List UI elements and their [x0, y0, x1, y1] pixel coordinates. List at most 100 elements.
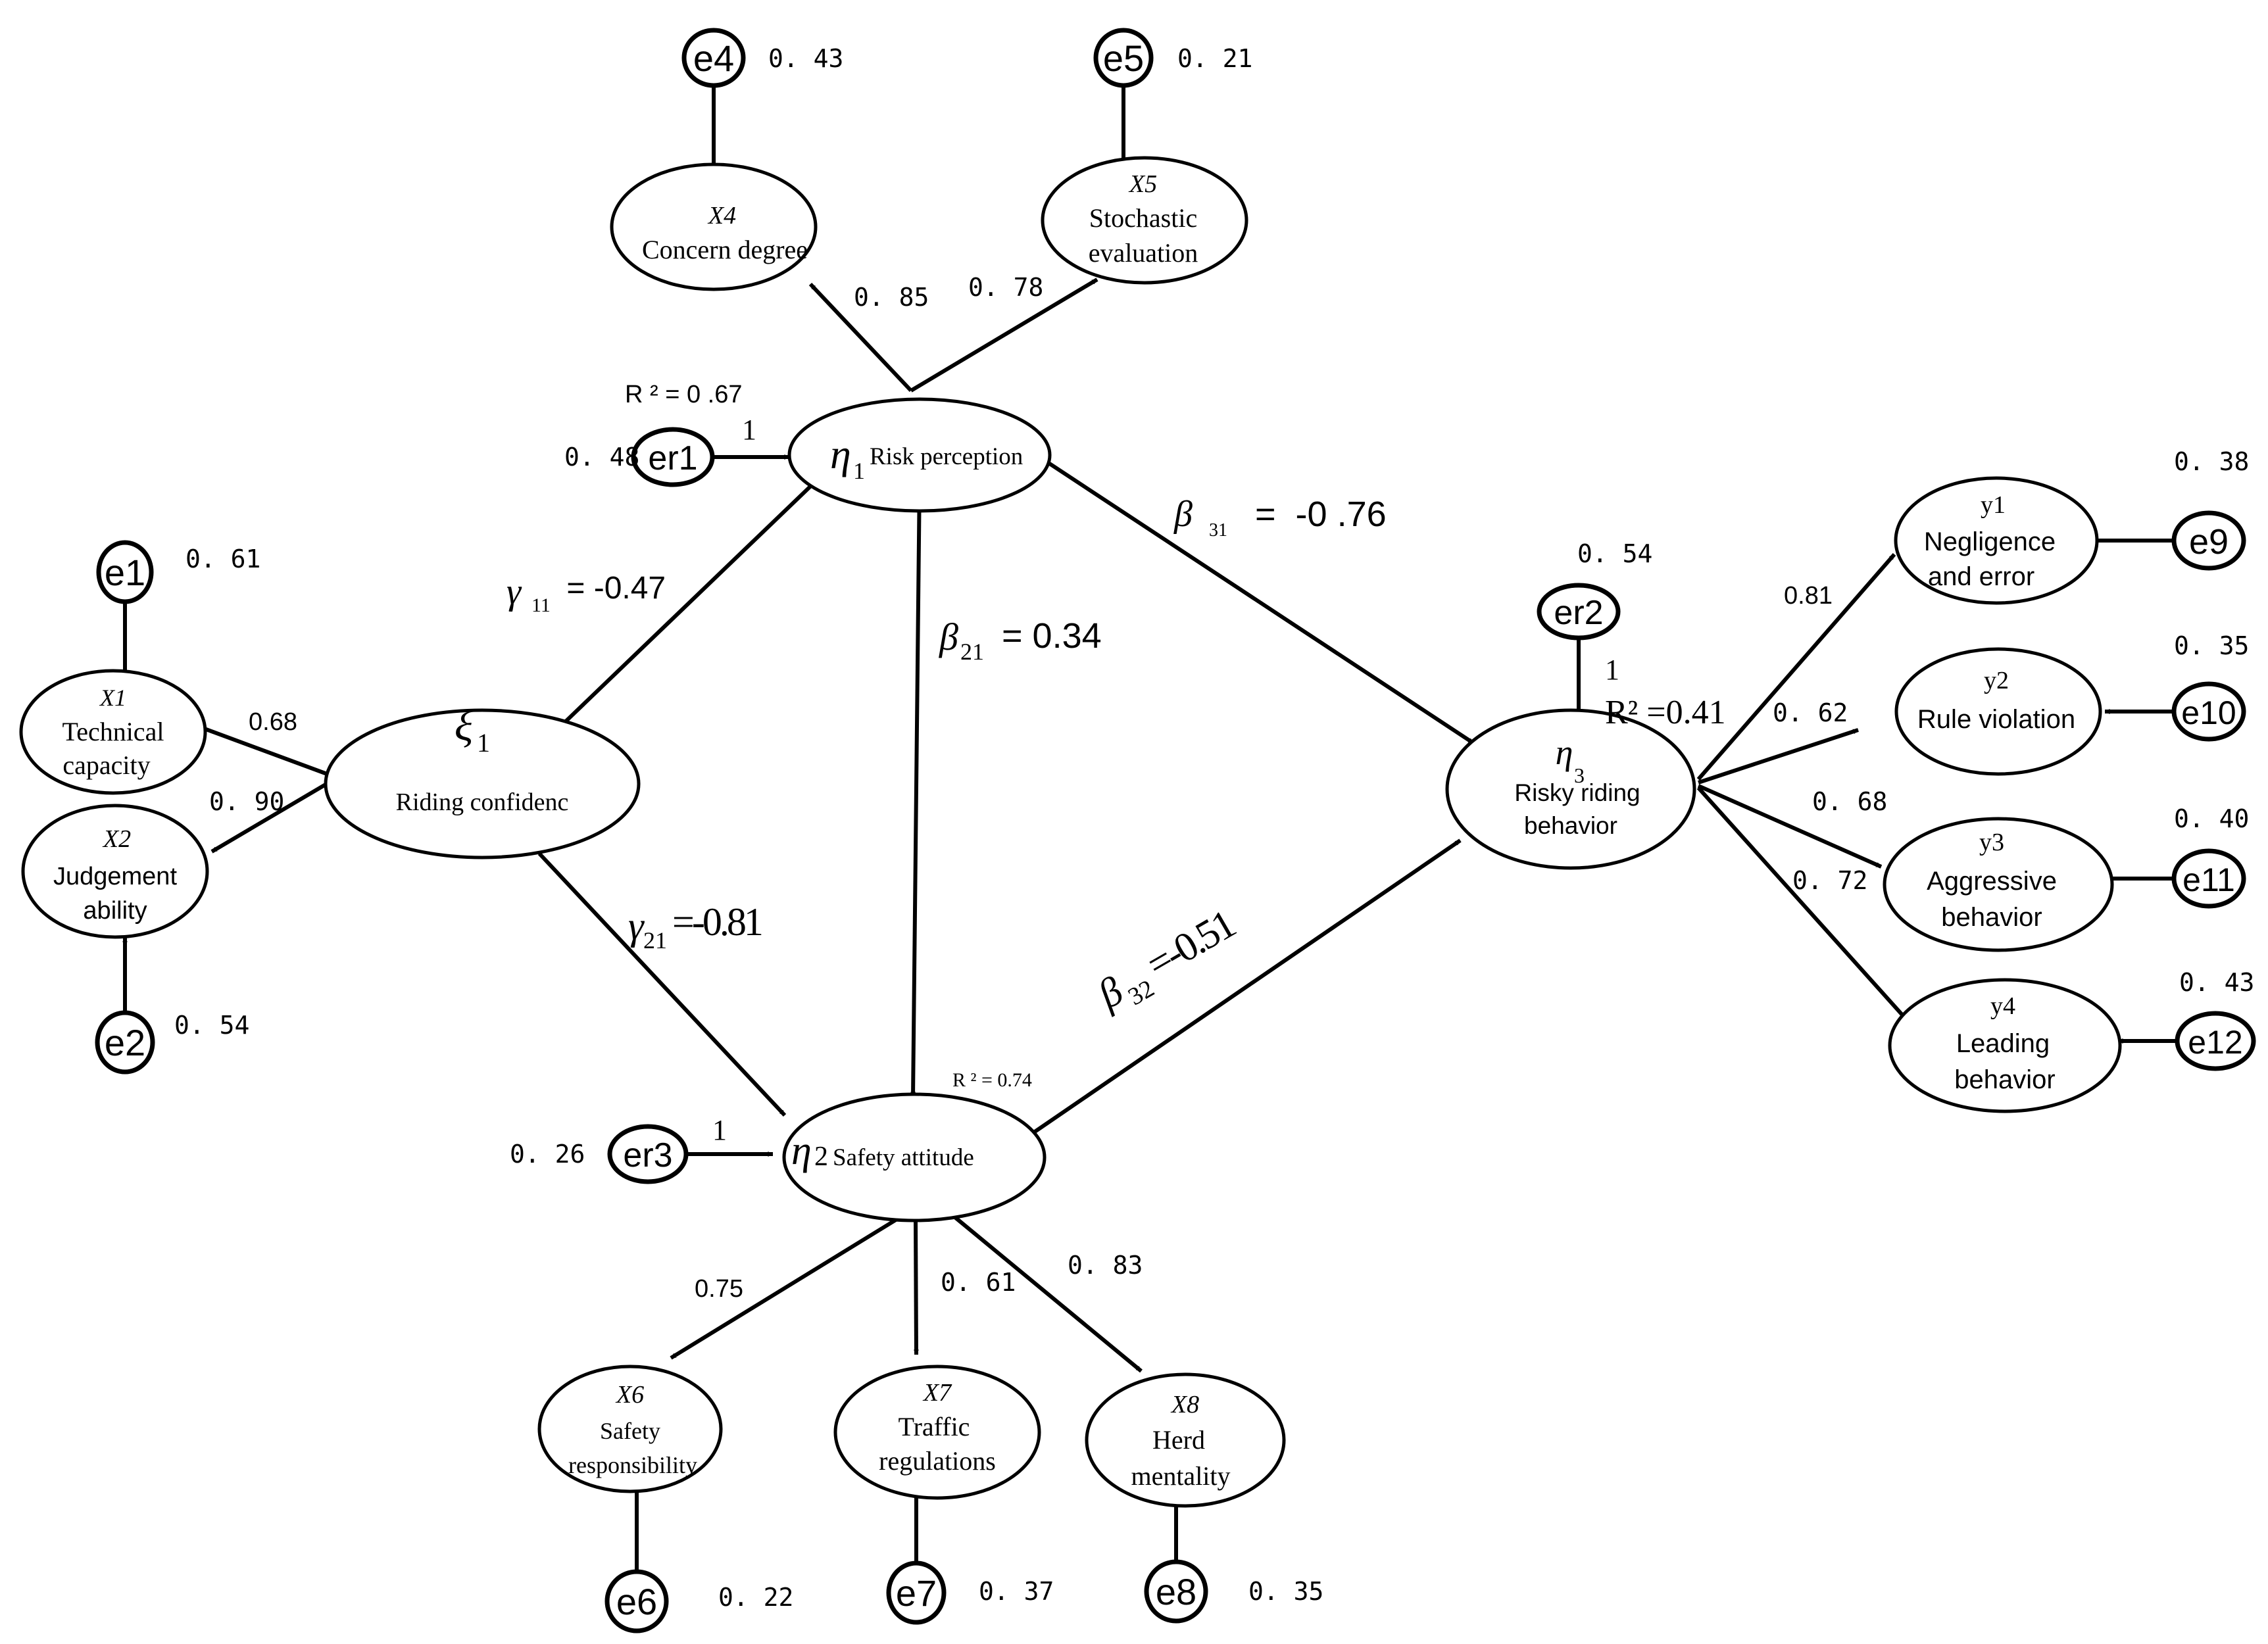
x5-line2: evaluation	[1089, 238, 1198, 268]
er2-fixed: 1	[1605, 654, 1619, 686]
e4-value: 0. 43	[768, 44, 843, 73]
eta1-symbol: η	[830, 431, 851, 477]
gamma21-symbol: γ	[628, 904, 645, 948]
loading-values: 0.68 0. 90 0. 85 0. 78 0.75 0. 61 0. 83 …	[209, 273, 1887, 1303]
e7-value: 0. 37	[979, 1577, 1054, 1606]
loading-eta3-y4	[1696, 786, 1908, 1021]
label-gamma21: γ 21 =-0.81	[628, 900, 764, 954]
loading-eta2-x8	[947, 1210, 1143, 1373]
eta3-label-line2: behavior	[1524, 812, 1617, 839]
e10-value: 0. 35	[2174, 631, 2249, 660]
eta3-symbol: η	[1556, 733, 1573, 772]
error-e1: e1	[96, 540, 154, 604]
error-e5: e5	[1093, 28, 1154, 88]
beta31-value: = -0 .76	[1235, 495, 1387, 534]
x7-line1: Traffic	[899, 1412, 970, 1441]
y3-code: y3	[1979, 829, 2004, 856]
path-eta2-eta3	[1025, 838, 1462, 1140]
e9-label: e9	[2189, 522, 2229, 562]
latent-eta3: η 3 Risky riding behavior	[1445, 708, 1696, 870]
error-e4: e4	[681, 28, 746, 88]
y4-line2: behavior	[1954, 1065, 2055, 1094]
e11-value: 0. 40	[2174, 804, 2249, 833]
error-variances: 0. 61 0. 54 0. 43 0. 21 0. 22 0. 37 0. 3…	[174, 44, 2254, 1612]
r2-eta2: R ² = 0.74	[952, 1069, 1032, 1091]
e9-value: 0. 38	[2174, 447, 2249, 476]
x8-line2: mentality	[1131, 1461, 1230, 1491]
gamma11-symbol: γ	[506, 571, 522, 612]
r2-eta1: R ² = 0 .67	[625, 381, 742, 408]
eta3-subscript: 3	[1574, 763, 1585, 787]
loading-eta3-y2	[1698, 728, 1859, 785]
x6-code: X6	[615, 1381, 644, 1409]
e10-label: e10	[2181, 694, 2236, 731]
indicator-x2: X2 Judgement ability	[21, 804, 209, 939]
indicator-x8: X8 Herd mentality	[1085, 1372, 1286, 1508]
beta32-value: =-0.51	[1139, 902, 1242, 987]
e4-label: e4	[693, 37, 734, 79]
e7-label: e7	[896, 1572, 937, 1614]
error-e12: e12	[2175, 1011, 2256, 1071]
er3-fixed: 1	[712, 1114, 727, 1146]
loading-x5: 0. 78	[968, 273, 1043, 302]
loading-eta1-x4	[808, 282, 913, 393]
label-beta21: β 21 = 0.34	[939, 616, 1102, 665]
x5-line1: Stochastic	[1089, 203, 1197, 233]
e2-value: 0. 54	[174, 1011, 249, 1040]
path-eta1-eta2	[910, 478, 922, 1098]
loading-y3: 0. 68	[1812, 787, 1887, 816]
xi1-symbol: ξ	[455, 702, 474, 750]
loading-xi1-x1	[194, 723, 330, 777]
loading-xi1-x2	[210, 781, 330, 854]
indicator-y4: y4 Leading behavior	[1888, 978, 2122, 1113]
x2-line1: Judgement	[53, 863, 177, 890]
eta3-label-line1: Risky riding	[1514, 779, 1640, 806]
error-e10: e10	[2171, 681, 2246, 742]
x8-code: X8	[1170, 1391, 1199, 1418]
error-er2: er2	[1537, 583, 1621, 641]
e12-label: e12	[2188, 1024, 2242, 1061]
latent-xi1: ξ 1 Riding confidenc	[324, 702, 641, 859]
e1-value: 0. 61	[185, 544, 260, 573]
x4-code: X4	[707, 202, 736, 230]
indicator-y3: y3 Aggressive behavior	[1883, 817, 2114, 952]
x7-code: X7	[922, 1379, 952, 1407]
er2-value: 0. 54	[1577, 539, 1652, 568]
y1-line1: Negligence	[1924, 527, 2056, 556]
x5-code: X5	[1128, 170, 1157, 198]
y2-code: y2	[1984, 667, 2009, 694]
indicator-x6: X6 Safety responsibility	[537, 1365, 723, 1493]
e1-label: e1	[105, 552, 145, 593]
er1-value: 0. 48	[564, 443, 639, 471]
r2-labels: R ² = 0 .67 R ² = 0.74 R² =0.41	[625, 381, 1726, 1091]
er2-label: er2	[1554, 594, 1603, 632]
e8-label: e8	[1156, 1571, 1196, 1612]
r2-eta3: R² =0.41	[1605, 694, 1726, 731]
e5-label: e5	[1103, 37, 1144, 79]
gamma21-value: =-0.81	[672, 900, 762, 944]
beta21-value: = 0.34	[992, 616, 1102, 656]
y1-line2: and error	[1928, 562, 2034, 591]
indicator-x7: X7 Traffic regulations	[833, 1365, 1041, 1500]
error-e8: e8	[1144, 1559, 1208, 1624]
error-er3: er3	[607, 1124, 689, 1184]
y4-line1: Leading	[1956, 1029, 2050, 1058]
error-e9: e9	[2171, 510, 2246, 571]
fixed-path-labels: 1 1 1	[712, 414, 1619, 1146]
beta31-symbol: β	[1173, 494, 1193, 535]
e2-label: e2	[105, 1022, 145, 1063]
x6-line1: Safety	[600, 1418, 660, 1444]
er3-value: 0. 26	[510, 1140, 585, 1169]
loading-x6: 0.75	[695, 1275, 743, 1303]
e6-value: 0. 22	[718, 1583, 793, 1612]
path-xi1-eta1	[564, 479, 818, 723]
error-e2: e2	[95, 1010, 155, 1075]
loading-x2: 0. 90	[209, 787, 284, 816]
indicator-y2: y2 Rule violation	[1894, 647, 2102, 776]
beta21-subscript: 21	[960, 639, 984, 665]
path-eta1-eta3	[1043, 458, 1475, 745]
loading-x8: 0. 83	[1068, 1251, 1143, 1280]
er1-label: er1	[648, 439, 697, 477]
x6-line2: responsibility	[568, 1452, 697, 1478]
error-e11: e11	[2171, 848, 2246, 909]
